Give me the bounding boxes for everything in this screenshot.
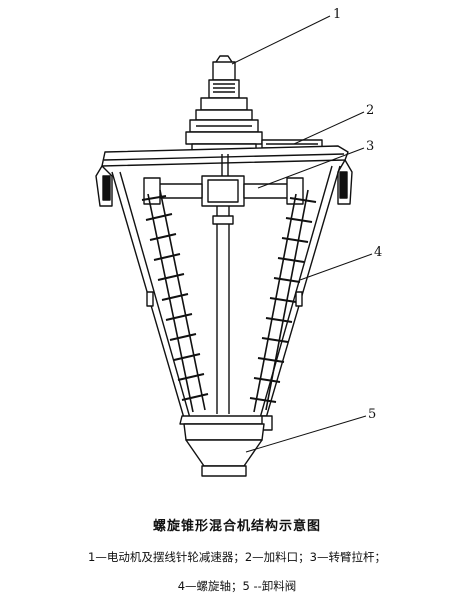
support-brackets xyxy=(95,159,353,207)
figure-title: 螺旋锥形混合机结构示意图 xyxy=(152,519,321,534)
discharge-valve xyxy=(179,415,273,477)
screw-shaft-right xyxy=(249,189,317,413)
callout-3: 3 xyxy=(366,139,374,154)
screw-shaft-left xyxy=(141,189,209,413)
legend-line-1: 1—电动机及摆线针轮减速器；2—加料口；3—转臂拉杆； xyxy=(88,550,386,564)
legend-line-2: 4—螺旋轴；5 --卸料阀 xyxy=(177,579,297,593)
callout-1: 1 xyxy=(333,7,341,22)
callout-5: 5 xyxy=(368,407,376,422)
callout-4: 4 xyxy=(374,245,382,260)
top-cover xyxy=(101,145,349,167)
motor-reducer xyxy=(185,55,263,155)
leader-lines xyxy=(231,15,373,453)
callout-2: 2 xyxy=(366,103,374,118)
